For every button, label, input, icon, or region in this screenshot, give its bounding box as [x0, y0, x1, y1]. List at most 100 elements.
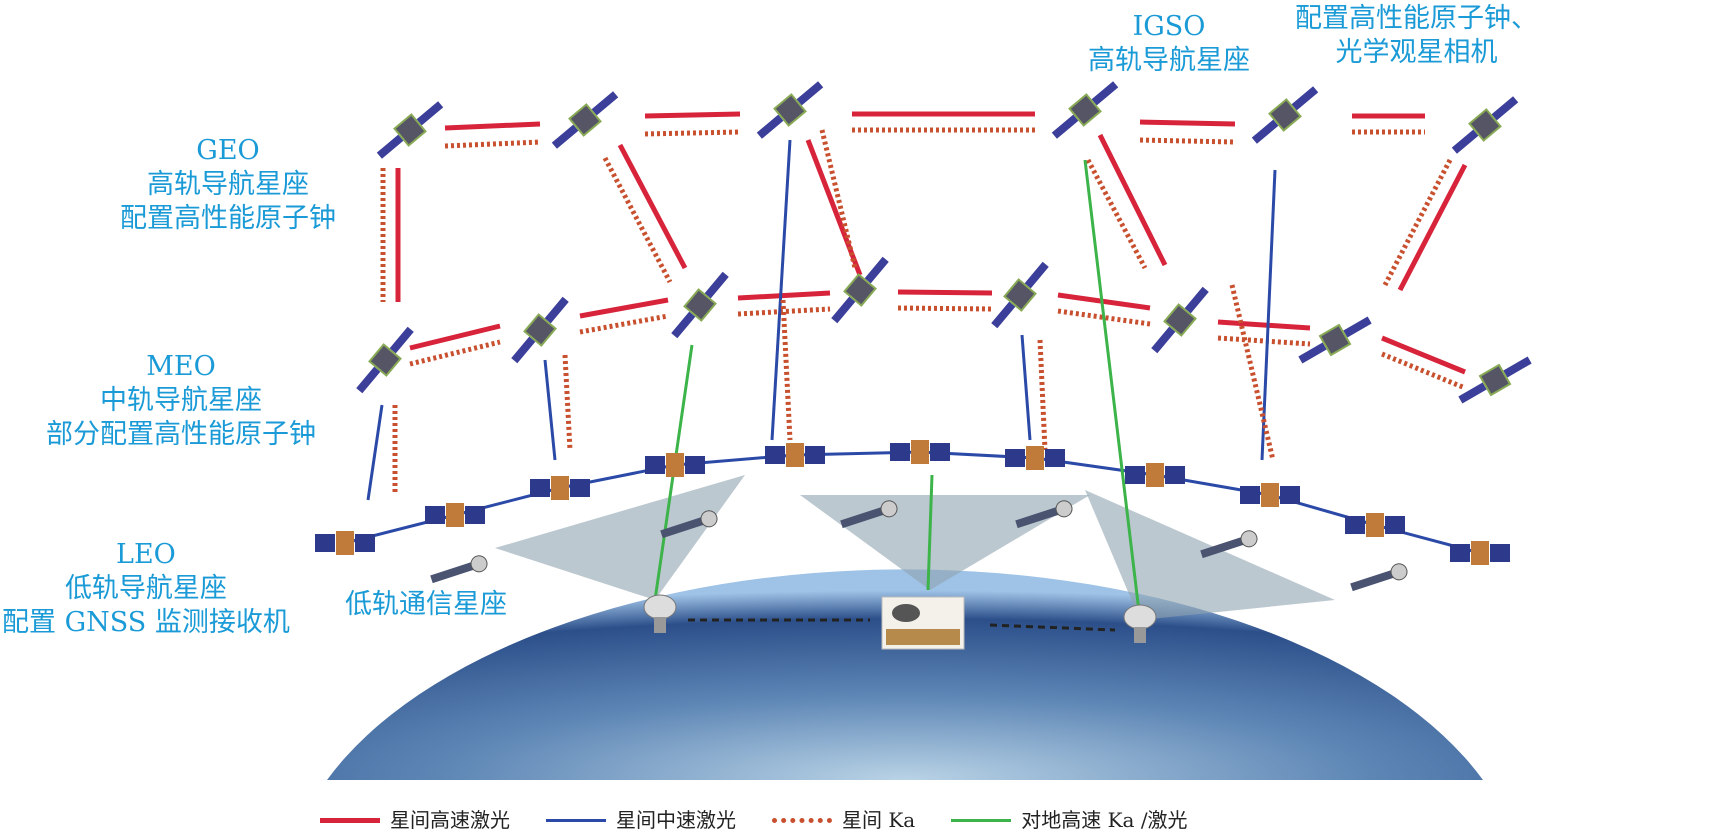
solar-panel	[840, 506, 885, 529]
solar-panel	[1345, 516, 1365, 534]
navigation-satellite-icon	[1298, 316, 1372, 364]
satellite-body	[336, 531, 354, 555]
comm-satellite-icon	[430, 555, 488, 584]
satellite-body	[446, 503, 464, 527]
solar-panel	[355, 534, 375, 552]
ka-link	[1382, 158, 1453, 287]
antenna	[1390, 563, 1408, 581]
red-link	[444, 121, 541, 131]
comm-satellite-icon	[1015, 500, 1073, 529]
green-link	[1083, 159, 1142, 621]
comm-satellite-icon	[1200, 530, 1258, 559]
ka-link	[562, 354, 573, 451]
satellite-body	[568, 103, 602, 137]
comm-satellite-icon	[840, 500, 898, 529]
solar-panel	[1385, 516, 1405, 534]
comm-satellite-icon	[1350, 563, 1408, 592]
solar-panel	[511, 336, 536, 364]
navigation-satellite-icon	[1251, 86, 1319, 144]
solar-panel	[1024, 261, 1049, 289]
solar-panel	[1125, 466, 1145, 484]
leo-satellite-icon	[1450, 541, 1510, 565]
earth	[327, 569, 1483, 780]
solar-panel	[1251, 119, 1279, 144]
solar-panel	[704, 271, 729, 299]
igso-label: IGSO 高轨导航星座	[1088, 11, 1250, 76]
solar-panel	[376, 134, 404, 159]
ka-link	[644, 129, 741, 137]
red-link	[644, 111, 741, 119]
red-link	[579, 297, 669, 319]
solar-panel	[1343, 316, 1372, 338]
red-link	[617, 143, 688, 270]
satellite-body	[368, 343, 402, 377]
navigation-satellite-icon	[551, 91, 619, 149]
navigation-satellite-icon	[671, 271, 729, 339]
antenna	[470, 555, 488, 573]
navigation-satellite-icon	[991, 261, 1049, 329]
solar-panel	[530, 479, 550, 497]
legend-item-ka: 星间 Ka	[772, 808, 915, 832]
solar-panel	[1200, 536, 1245, 559]
solar-panel	[1298, 342, 1327, 364]
satellite-body	[843, 273, 877, 307]
satellite-body	[1146, 463, 1164, 487]
satellites	[315, 81, 1532, 592]
legend: 星间高速激光 星间中速激光 星间 Ka 对地高速 Ka /激光	[320, 808, 1224, 832]
satellite-body	[1468, 108, 1502, 142]
satellite-body	[1068, 93, 1102, 127]
antenna	[1240, 530, 1258, 548]
solar-panel	[1184, 286, 1209, 314]
station-building	[886, 629, 960, 645]
solar-panel	[1503, 356, 1532, 378]
navigation-satellite-icon	[831, 256, 889, 324]
satellite-body	[1163, 303, 1197, 337]
ka-link	[780, 299, 793, 441]
leo-comm-label: 低轨通信星座	[345, 589, 507, 620]
solar-panel	[1350, 569, 1395, 592]
solar-panel	[389, 326, 414, 354]
solar-panel	[991, 301, 1016, 329]
red-link	[1097, 133, 1168, 267]
satellite-body	[1268, 98, 1302, 132]
antenna	[700, 510, 718, 528]
ground-station-icon	[881, 596, 965, 650]
igso-payload-label: 配置高性能原子钟、 光学观星相机	[1295, 3, 1538, 68]
legend-item-high-speed-laser: 星间高速激光	[320, 808, 510, 832]
satellite-body	[683, 288, 717, 322]
satellite-body	[786, 443, 804, 467]
geo-label: GEO 高轨导航星座 配置高性能原子钟	[120, 135, 336, 234]
satellite-body	[1261, 483, 1279, 507]
ka-link	[602, 156, 673, 284]
leo-satellite-icon	[530, 476, 590, 500]
solar-panel	[1291, 86, 1319, 111]
navigation-satellite-icon	[356, 326, 414, 394]
solar-panel	[1451, 129, 1479, 154]
antenna	[880, 500, 898, 518]
satellite-body	[1366, 513, 1384, 537]
red-link	[1381, 335, 1466, 375]
legend-item-mid-speed-laser: 星间中速激光	[546, 808, 736, 832]
satellite-body	[666, 453, 684, 477]
solar-panel	[930, 443, 950, 461]
solar-panel	[1091, 81, 1119, 106]
satellite-body	[1478, 363, 1512, 397]
station-dish	[892, 604, 920, 622]
solar-panel	[1051, 114, 1079, 139]
ka-link	[897, 305, 993, 312]
solar-panel	[1490, 544, 1510, 562]
comm-satellite-icon	[660, 510, 718, 539]
solar-panel	[430, 561, 475, 584]
solar-panel	[756, 114, 784, 139]
blue-link	[1020, 334, 1032, 441]
meo-label: MEO 中轨导航星座 部分配置高性能原子钟	[46, 351, 316, 450]
solar-panel	[864, 256, 889, 284]
leo-satellite-icon	[1005, 446, 1065, 470]
solar-panel	[1280, 486, 1300, 504]
solar-panel	[551, 124, 579, 149]
leo-label: LEO 低轨导航星座 配置 GNSS 监测接收机	[2, 539, 290, 638]
ka-link	[1085, 158, 1148, 270]
red-link	[1217, 319, 1311, 331]
legend-swatch-blue	[546, 818, 606, 822]
